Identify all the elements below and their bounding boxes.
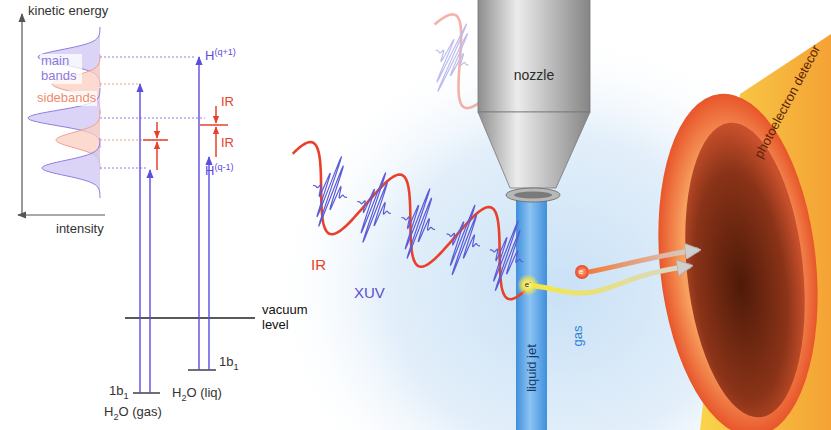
text-part: H: [205, 48, 214, 63]
spectrum: [28, 27, 100, 198]
nozzle-shape: [478, 0, 590, 202]
gas-level: [133, 392, 160, 393]
gas-electron: [575, 265, 589, 279]
text-part: 2: [181, 393, 186, 403]
phase-label: H2O (gas): [104, 405, 162, 420]
axis-label: kinetic energy: [28, 4, 108, 19]
text-part: e: [579, 267, 583, 276]
text-part: (q-1): [214, 162, 233, 172]
xuv-burst: [301, 151, 360, 233]
energy-axis: [21, 14, 22, 215]
text-part: O (liq): [186, 385, 221, 400]
harmonic-label: H(q+1): [205, 49, 236, 64]
text-part: H: [205, 163, 214, 178]
ir-xuv-pulse: [271, 137, 547, 303]
pulse-label: XUV: [354, 284, 385, 301]
electron-label: e-: [525, 280, 531, 289]
text-part: 1b: [219, 354, 233, 369]
text-part: 2: [113, 412, 118, 422]
text-part: O (gas): [118, 404, 161, 419]
text-part: H: [172, 385, 181, 400]
spectrum-peak: [42, 138, 100, 198]
electron-trajectory: [547, 266, 690, 293]
text-part: -: [529, 279, 531, 285]
xuv-transitions: [140, 57, 209, 393]
text-part: 1: [123, 391, 128, 401]
detector-label: photoelectron detecor: [752, 43, 824, 161]
text-part: -: [583, 266, 585, 272]
detector-node: photoelectron detecor: [690, 30, 831, 430]
xuv-burst: [345, 167, 404, 248]
orbital-label: 1b1: [219, 355, 239, 370]
intensity-axis: [18, 214, 105, 215]
liquid-level: [188, 369, 216, 370]
xuv-burst: [420, 17, 484, 99]
vacuum-level-line: [125, 317, 255, 319]
level-label: vacuum level: [262, 303, 320, 333]
ir-wave: [271, 137, 547, 303]
nozzle-label: nozzle: [514, 67, 554, 83]
xuv-burst: [477, 215, 536, 296]
band-label: sidebands: [36, 91, 97, 106]
text-part: H: [104, 404, 113, 419]
ir-label: IR: [221, 136, 234, 151]
text-part: 1b: [109, 383, 123, 398]
text-part: 1: [233, 362, 238, 372]
pulse-label: IR: [311, 256, 326, 273]
phase-label: H2O (liq): [172, 386, 222, 401]
ir-label: IR: [221, 95, 234, 110]
nozzle-node: nozzle: [478, 0, 590, 190]
xuv-burst: [434, 199, 493, 280]
axis-label: intensity: [56, 222, 104, 237]
jet-label: liquid jet: [524, 344, 539, 392]
ir-transitions: [143, 106, 228, 170]
region-label: gas: [571, 326, 586, 347]
jet-electron: [517, 274, 539, 296]
electron-label: e-: [579, 267, 585, 276]
liquid-jet-shape: [516, 196, 547, 430]
text-part: (q+1): [214, 47, 235, 57]
band-label: main bands: [40, 54, 82, 84]
xuv-burst: [389, 183, 448, 264]
dotted-guides: [100, 57, 205, 168]
detector-shape: [642, 34, 831, 430]
harmonic-label: H(q-1): [205, 164, 234, 179]
liquid-jet-node: liquid jet: [516, 198, 547, 430]
text-part: e: [525, 280, 529, 289]
orbital-label: 1b1: [109, 384, 129, 399]
